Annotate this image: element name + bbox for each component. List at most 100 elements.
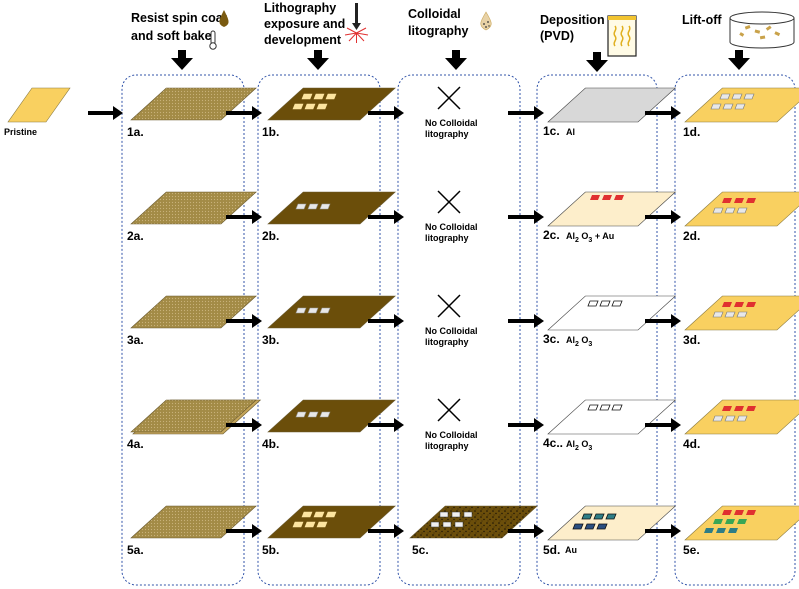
deposited-feature xyxy=(581,513,593,520)
step-label-b: 3b. xyxy=(262,333,279,347)
resist-slab xyxy=(130,87,257,121)
feature-square xyxy=(746,302,756,307)
column-frames xyxy=(121,74,796,586)
step-label-d: 5d. xyxy=(543,543,560,557)
header-liftoff-line1: Lift-off xyxy=(682,13,722,27)
window-square xyxy=(295,307,307,314)
no-colloid-line1: No Colloidal xyxy=(425,326,478,336)
feature-square xyxy=(746,510,756,515)
no-colloid-line1: No Colloidal xyxy=(425,118,478,128)
frame-deposition xyxy=(536,74,658,586)
pristine-label: Pristine xyxy=(4,127,37,137)
no-colloid-line1: No Colloidal xyxy=(425,430,478,440)
window-square xyxy=(307,411,319,418)
feature-square xyxy=(724,311,736,318)
deposited-feature xyxy=(587,404,599,411)
colloid-window xyxy=(454,521,464,528)
deposited-feature xyxy=(599,404,611,411)
feature-square xyxy=(731,93,743,100)
window-square xyxy=(295,203,307,210)
step-label-a: 2a. xyxy=(127,229,144,243)
colloid-slab xyxy=(409,505,538,539)
material-label: Al xyxy=(566,127,575,137)
step-arrow xyxy=(508,314,544,328)
feature-square xyxy=(722,510,732,515)
step-arrow xyxy=(645,210,681,224)
header-colloid-line1: Colloidal xyxy=(408,7,461,21)
feature-square xyxy=(736,207,748,214)
developed-slab xyxy=(267,191,396,225)
deposited-feature xyxy=(602,195,612,200)
feature-square xyxy=(734,103,746,110)
step-label-final: 3d. xyxy=(683,333,700,347)
feature-square xyxy=(712,415,724,422)
header-litho-line3: development xyxy=(264,33,342,47)
step-label-c: 5c. xyxy=(412,543,429,557)
step-label-b: 1b. xyxy=(262,125,279,139)
developed-slab xyxy=(267,505,396,539)
deposited-feature xyxy=(605,513,617,520)
feature-square xyxy=(719,93,731,100)
header-deposition-line2: (PVD) xyxy=(540,29,574,43)
frame-liftoff xyxy=(674,74,796,586)
step-arrow xyxy=(508,418,544,432)
feature-square xyxy=(737,519,747,524)
feature-square xyxy=(712,207,724,214)
no-colloid-line2: litography xyxy=(425,441,469,451)
down-arrow-liftoff xyxy=(728,50,750,70)
step-arrow xyxy=(368,106,404,120)
no-colloid-line2: litography xyxy=(425,337,469,347)
deposited-feature xyxy=(614,195,624,200)
feature-square xyxy=(746,406,756,411)
down-arrow-colloid xyxy=(445,50,467,70)
window-square xyxy=(295,411,307,418)
window-square xyxy=(304,521,316,528)
header-spin: Resist spin coat and soft bake xyxy=(131,10,229,50)
beaker-icon xyxy=(729,11,795,49)
step-arrow xyxy=(645,106,681,120)
resist-slab xyxy=(130,295,257,329)
deposited-slab xyxy=(547,87,677,123)
cross-icon xyxy=(437,398,461,422)
droplet-icon xyxy=(480,11,492,31)
step-label-b: 4b. xyxy=(262,437,279,451)
deposited-slab xyxy=(547,191,677,227)
frame-litho xyxy=(257,74,381,586)
resist-slab xyxy=(130,191,257,225)
colloid-window xyxy=(442,521,452,528)
down-arrow-spin xyxy=(171,50,193,70)
deposited-feature xyxy=(596,523,608,530)
window-square xyxy=(316,521,328,528)
window-square xyxy=(313,511,325,518)
resist-slab xyxy=(130,505,257,539)
cross-icon xyxy=(437,86,461,110)
header-litho-line1: Lithography xyxy=(264,1,336,15)
step-label-b: 2b. xyxy=(262,229,279,243)
header-liftoff: Lift-off xyxy=(682,11,795,49)
step-label-a: 5a. xyxy=(127,543,144,557)
step-arrow xyxy=(508,106,544,120)
resist-slab xyxy=(130,399,257,433)
step-arrow xyxy=(226,106,262,120)
feature-square xyxy=(724,415,736,422)
feature-square xyxy=(722,198,732,203)
window-square xyxy=(292,521,304,528)
step-arrow xyxy=(368,314,404,328)
feature-square xyxy=(746,198,756,203)
window-square xyxy=(325,511,337,518)
step-arrow xyxy=(645,418,681,432)
laser-icon xyxy=(344,3,369,43)
window-square xyxy=(316,103,328,110)
feature-square xyxy=(734,406,744,411)
header-spin-line1: Resist spin coat xyxy=(131,11,228,25)
deposited-slab xyxy=(547,505,677,541)
step-arrows xyxy=(171,50,750,72)
feature-square xyxy=(704,528,714,533)
step-label-a: 1a. xyxy=(127,125,144,139)
material-label: Al2 O3 xyxy=(566,439,592,452)
step-arrow xyxy=(508,524,544,538)
